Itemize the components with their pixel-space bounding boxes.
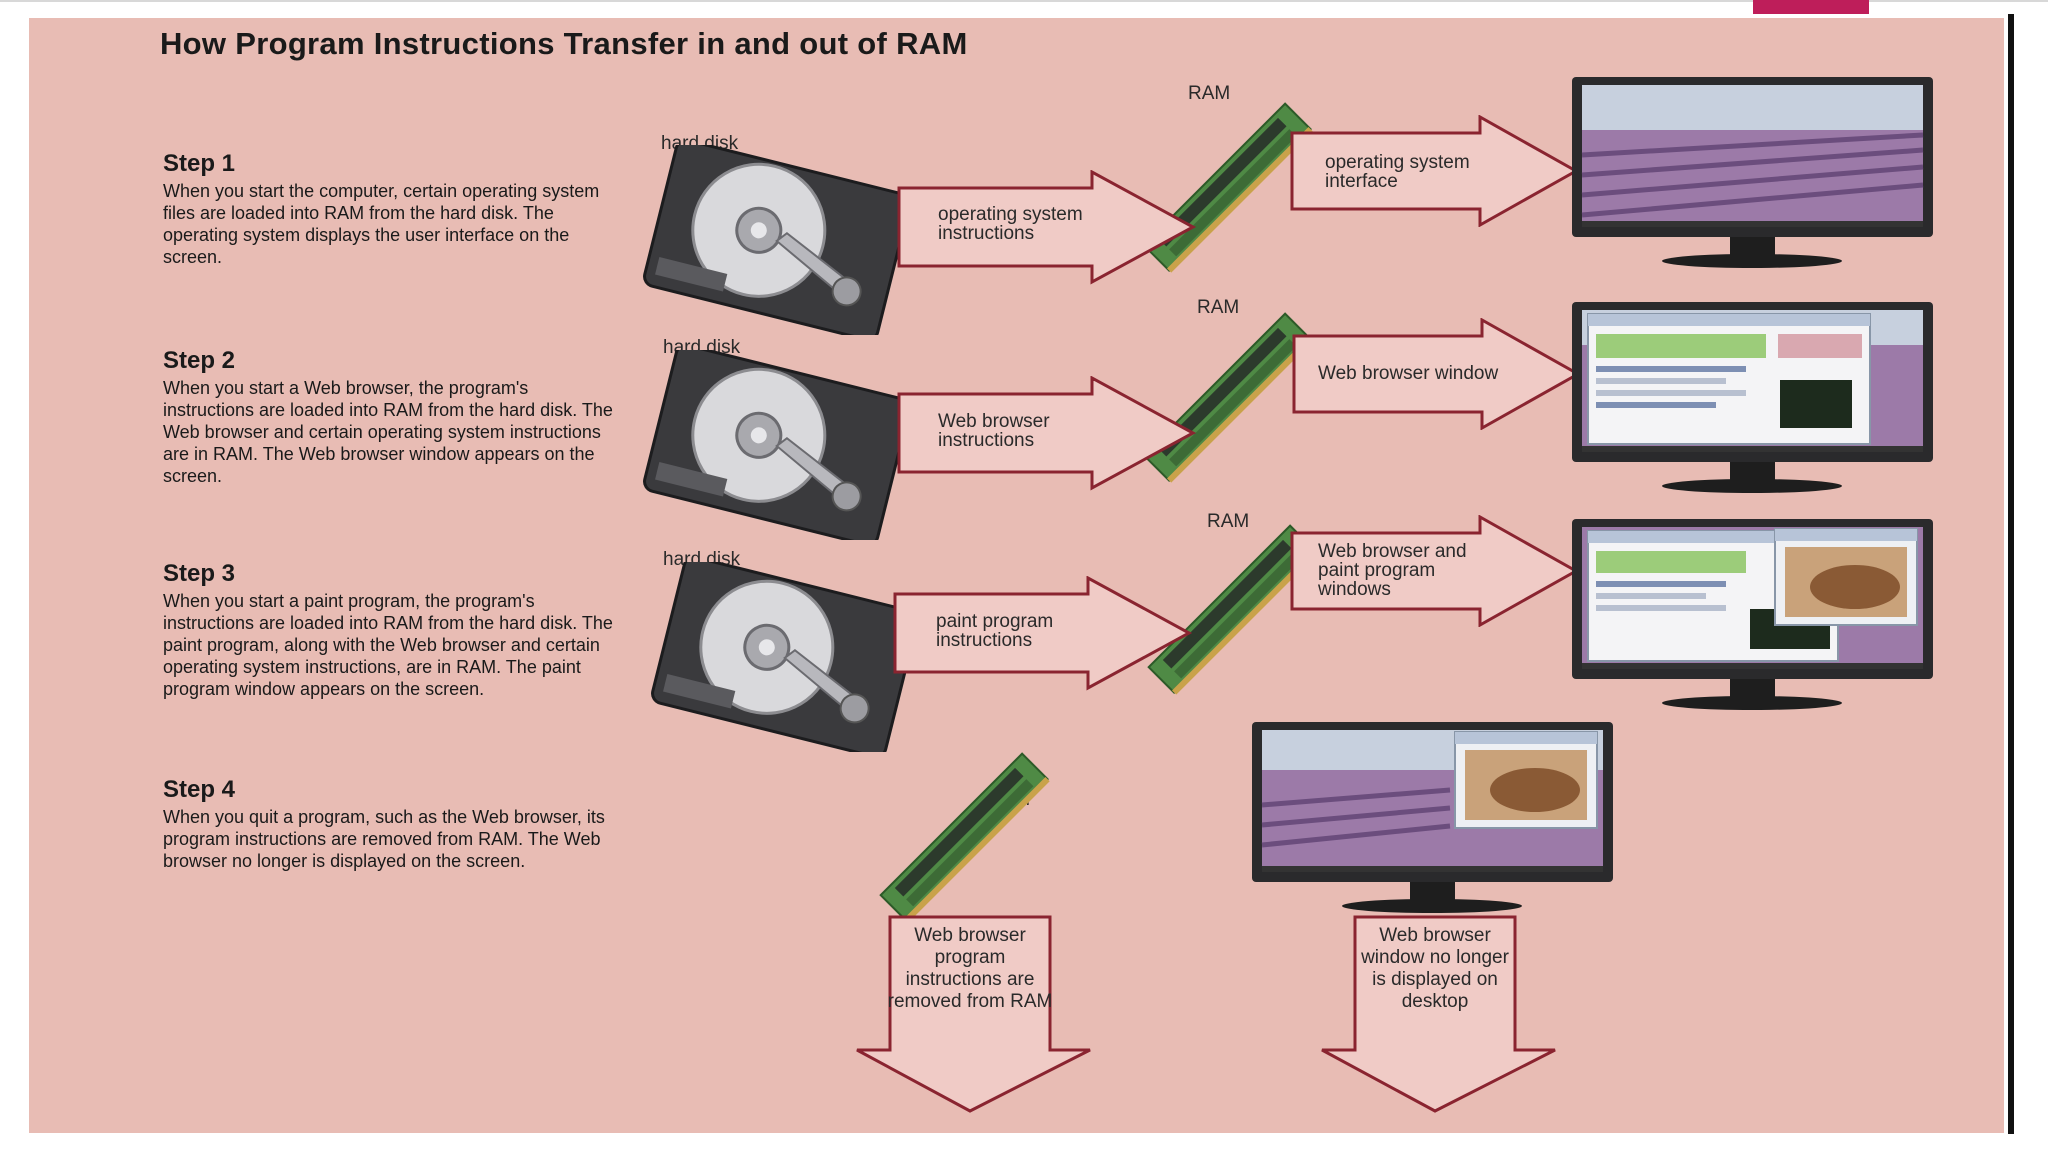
down-arrow-ram-removed-label: Web browser program instructions are rem… bbox=[885, 925, 1055, 1013]
step-3: Step 3 When you start a paint program, t… bbox=[163, 560, 623, 700]
step-1-text: When you start the computer, certain ope… bbox=[163, 180, 623, 268]
hard-disk-icon bbox=[637, 350, 917, 540]
figure-title: How Program Instructions Transfer in and… bbox=[160, 26, 968, 62]
slide-accent-bar bbox=[1753, 0, 1869, 14]
step-3-heading: Step 3 bbox=[163, 560, 623, 588]
slide-top-rule bbox=[0, 0, 2048, 2]
step-1-heading: Step 1 bbox=[163, 150, 623, 178]
arrow-to-screen-2-label: Web browser window bbox=[1318, 364, 1558, 383]
monitor-paint-only bbox=[1250, 720, 1615, 915]
step-4-text: When you quit a program, such as the Web… bbox=[163, 806, 623, 872]
monitor-browser-window bbox=[1570, 300, 1935, 495]
monitor-browser-and-paint bbox=[1570, 517, 1935, 712]
step-2: Step 2 When you start a Web browser, the… bbox=[163, 347, 623, 487]
monitor-os-desktop bbox=[1570, 75, 1935, 270]
ram-module-icon bbox=[872, 745, 1052, 925]
step-1: Step 1 When you start the computer, cert… bbox=[163, 150, 623, 268]
arrow-to-screen-3-label: Web browser and paint program windows bbox=[1318, 542, 1498, 599]
arrow-to-screen-1-label: operating system interface bbox=[1325, 153, 1515, 191]
step-3-text: When you start a paint program, the prog… bbox=[163, 590, 623, 700]
hard-disk-icon bbox=[637, 145, 917, 335]
slide-right-rule bbox=[2008, 14, 2014, 1134]
hard-disk-icon bbox=[645, 562, 925, 752]
step-2-heading: Step 2 bbox=[163, 347, 623, 375]
step-2-text: When you start a Web browser, the progra… bbox=[163, 377, 623, 487]
step-4-heading: Step 4 bbox=[163, 776, 623, 804]
arrow-to-ram-2-label: Web browser instructions bbox=[938, 412, 1108, 450]
down-arrow-window-gone-label: Web browser window no longer is displaye… bbox=[1355, 925, 1515, 1013]
arrow-to-ram-3-label: paint program instructions bbox=[936, 612, 1106, 650]
arrow-to-ram-1-label: operating system instructions bbox=[938, 205, 1138, 243]
step-4: Step 4 When you quit a program, such as … bbox=[163, 776, 623, 872]
